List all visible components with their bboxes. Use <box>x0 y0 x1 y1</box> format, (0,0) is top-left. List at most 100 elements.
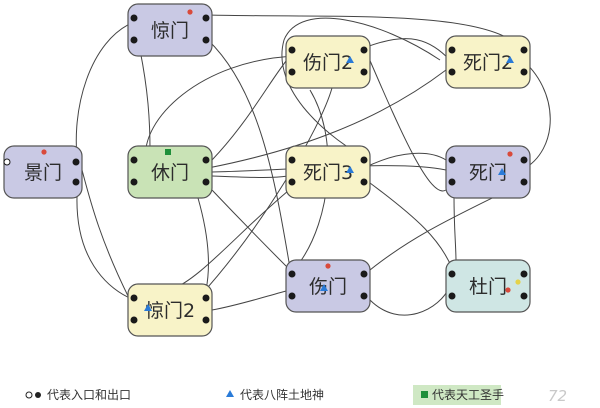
gate-box <box>285 35 371 89</box>
gate-node-simen3: 死门3 <box>285 145 371 199</box>
gate-label: 死门2 <box>463 52 513 74</box>
entry-exit-dot <box>288 46 296 54</box>
connection-line <box>207 39 291 269</box>
gate-label: 休门 <box>151 162 189 184</box>
entry-exit-dot <box>130 156 138 164</box>
connection-line <box>367 55 447 192</box>
entry-exit-dot <box>360 156 368 164</box>
earth-god-triangle-icon <box>320 284 328 291</box>
entry-exit-dot <box>520 270 528 278</box>
gate-label: 死门3 <box>303 162 353 184</box>
legend-item-craftsman: 代表天工圣手 <box>413 385 504 405</box>
gate-label: 伤门2 <box>303 52 353 74</box>
gate-label: 杜门 <box>469 276 507 298</box>
entry-exit-dot <box>448 156 456 164</box>
entry-exit-dot <box>448 68 456 76</box>
connection-line <box>211 55 291 161</box>
blue-triangle-icon <box>226 390 234 397</box>
entry-exit-dot <box>360 68 368 76</box>
yellow-marker-icon <box>515 279 521 285</box>
connection-line <box>207 69 447 169</box>
gate-node-simen2: 死门2 <box>445 35 531 89</box>
gate-node-jingmen: 惊门 <box>127 3 213 57</box>
entry-exit-dot <box>202 36 210 44</box>
gate-node-shangmen2: 伤门2 <box>285 35 371 89</box>
entry-exit-dot <box>72 178 80 186</box>
connection-line <box>365 179 453 269</box>
entry-exit-dot <box>360 178 368 186</box>
gate-box <box>445 259 531 313</box>
connection-line <box>281 17 441 161</box>
entry-exit-dot <box>130 36 138 44</box>
legend-item-entry-exit: 代表入口和出口 <box>25 388 131 402</box>
connection-line <box>211 189 293 273</box>
connection-line <box>453 195 457 263</box>
entry-exit-dot <box>288 178 296 186</box>
entry-exit-dot <box>448 292 456 300</box>
connection-line <box>197 197 209 291</box>
connection-line <box>81 169 131 301</box>
entry-exit-dot <box>520 68 528 76</box>
legend-earth-god-text: 代表八阵土地神 <box>240 388 324 402</box>
gate-node-jingmen2: 惊门2 <box>127 283 213 337</box>
entry-exit-dot <box>448 46 456 54</box>
earth-god-triangle-icon <box>346 56 354 63</box>
entry-exit-dot <box>130 14 138 22</box>
entry-exit-dot <box>288 292 296 300</box>
connection-line <box>369 285 451 316</box>
gate-node-dumen: 杜门 <box>445 259 531 313</box>
red-marker-icon <box>507 151 513 157</box>
gate-label: 伤门 <box>309 276 347 298</box>
red-marker-icon <box>325 263 331 269</box>
entry-exit-dot <box>520 156 528 164</box>
entry-exit-dot <box>202 14 210 22</box>
gate-box <box>127 145 213 199</box>
legend-green-highlight <box>413 385 501 405</box>
connection-line <box>139 49 151 151</box>
gate-node-jingmen_view: 景门 <box>3 145 83 199</box>
gate-box <box>445 145 531 199</box>
entry-exit-dot <box>130 178 138 186</box>
entry-exit-dot <box>202 294 210 302</box>
entry-exit-dot <box>202 316 210 324</box>
entry-exit-dot <box>520 46 528 54</box>
gate-box <box>285 145 371 199</box>
gate-box <box>445 35 531 89</box>
entry-exit-dot <box>360 46 368 54</box>
red-marker-icon <box>505 287 511 293</box>
entry-exit-dot <box>448 178 456 186</box>
earth-god-triangle-icon <box>144 304 152 311</box>
connection-line <box>145 55 297 161</box>
gate-label: 惊门2 <box>145 300 195 322</box>
connection-line <box>75 21 135 166</box>
red-marker-icon <box>41 149 47 155</box>
gate-box <box>127 283 213 337</box>
craftsman-square-icon <box>165 149 171 155</box>
filled-dot-icon <box>35 392 41 398</box>
connection-line <box>169 185 295 291</box>
gate-box <box>127 3 213 57</box>
entry-exit-dot <box>72 158 80 166</box>
connection-line <box>199 87 333 297</box>
entry-exit-dot <box>360 292 368 300</box>
entry-exit-dot <box>202 156 210 164</box>
earth-god-triangle-icon <box>498 168 506 175</box>
earth-god-triangle-icon <box>346 166 354 173</box>
hollow-dot-icon <box>25 391 33 399</box>
connection-line <box>363 152 447 169</box>
gate-node-shangmen: 伤门 <box>285 259 371 313</box>
earth-god-triangle-icon <box>506 56 514 63</box>
legend: 代表入口和出口 代表八阵土地神 代表天工圣手 72 <box>0 382 600 408</box>
gate-node-simen: 死门 <box>445 145 531 199</box>
red-marker-icon <box>187 9 193 15</box>
connection-line <box>211 175 289 178</box>
entry-hollow-dot <box>3 158 11 166</box>
connection-line <box>211 289 291 311</box>
gate-box <box>3 145 83 199</box>
legend-entry-exit-text: 代表入口和出口 <box>47 388 131 402</box>
entry-exit-dot <box>448 270 456 278</box>
entry-exit-dot <box>130 316 138 324</box>
gate-label: 惊门 <box>151 20 189 42</box>
